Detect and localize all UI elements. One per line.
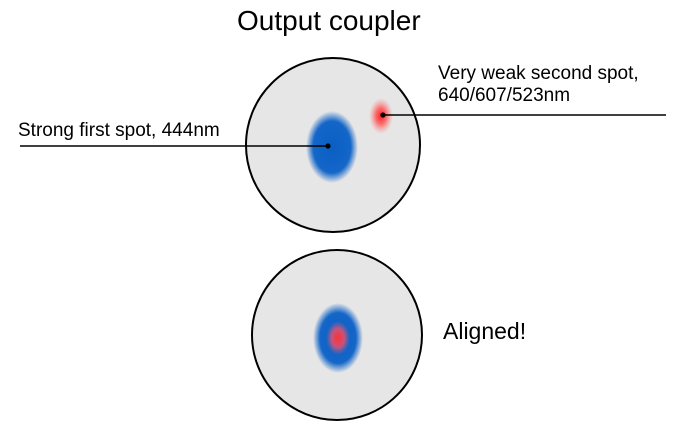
weak-spot-label-line2: 640/607/523nm <box>438 85 571 107</box>
diagram-title: Output coupler <box>237 5 421 36</box>
weak-spot-label-line1: Very weak second spot, <box>438 63 639 84</box>
strong-first-spot <box>306 111 358 183</box>
strong-spot-label: Strong first spot, 444nm <box>18 120 220 141</box>
strong-spot-marker <box>325 143 331 149</box>
aligned-red-spot <box>326 321 350 355</box>
weak-spot-marker <box>380 112 386 118</box>
weak-spot-label: Very weak second spot, 640/607/523nm <box>438 63 639 108</box>
aligned-label: Aligned! <box>443 318 527 344</box>
